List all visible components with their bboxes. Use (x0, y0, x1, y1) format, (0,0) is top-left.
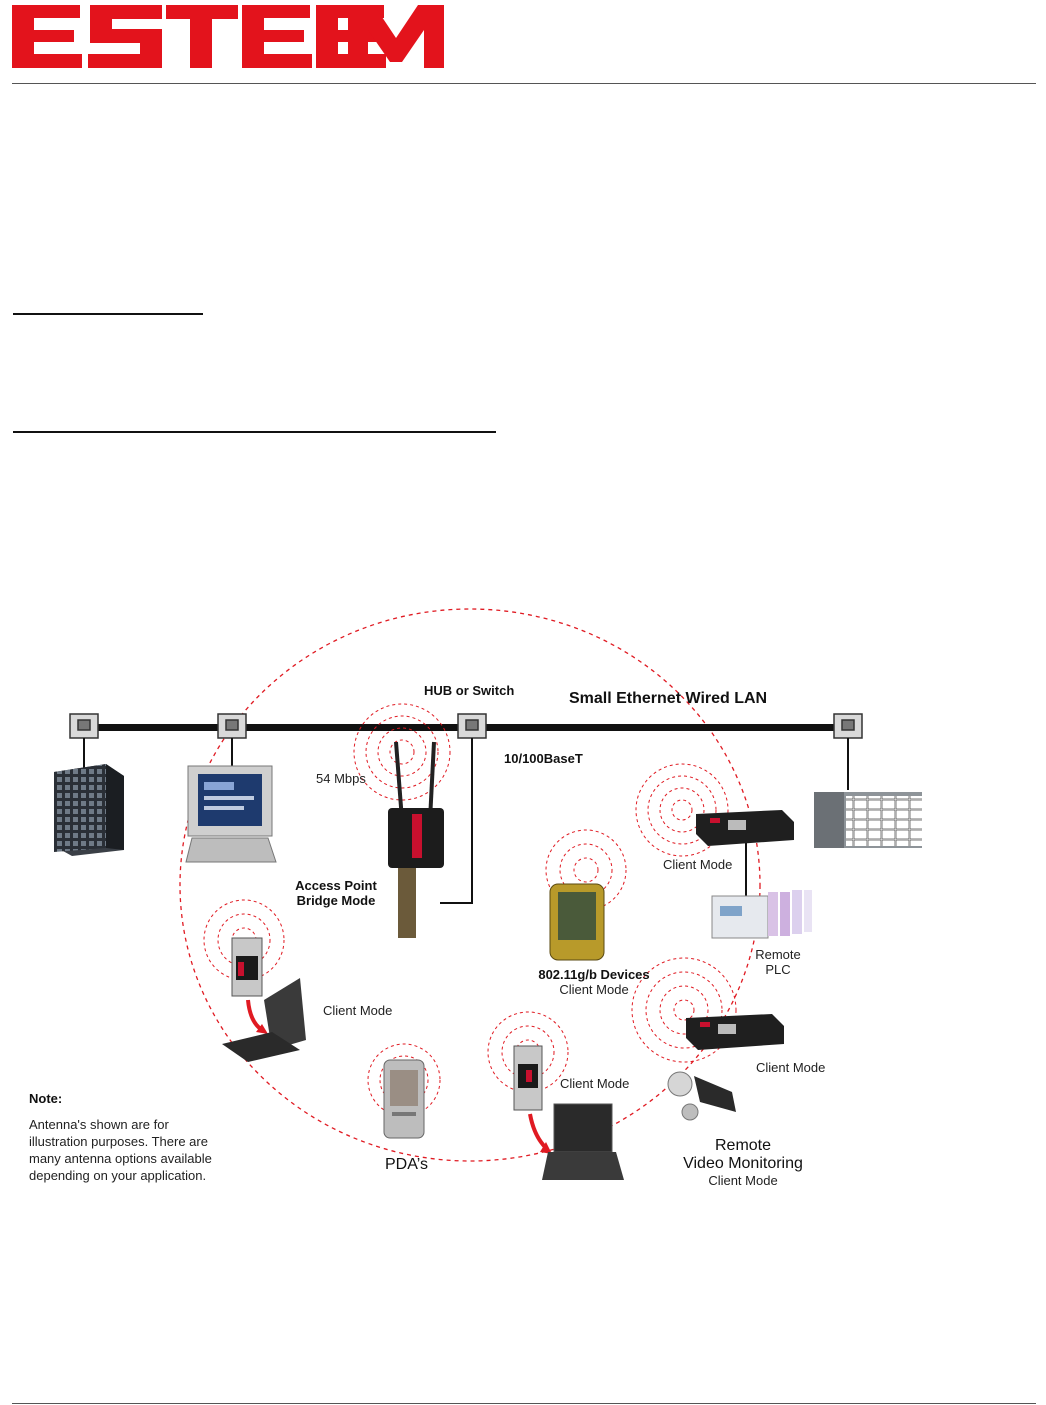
notebook-pc-card-icon (487, 1011, 624, 1180)
video-label-line2: Video Monitoring (683, 1155, 803, 1173)
video-label-line1: Remote (714, 1137, 772, 1154)
header-rule (12, 83, 1036, 84)
note-title: Note: (29, 1091, 63, 1106)
pdas-label: PDA’s (385, 1156, 428, 1173)
access-point-label-line2: Bridge Mode (296, 892, 376, 908)
subheading-underline (13, 431, 496, 433)
hub-label: HUB or Switch (424, 683, 515, 698)
heading-underline (13, 313, 203, 315)
remote-plc-label-line1: Remote (755, 947, 801, 962)
pda-icon (367, 1043, 441, 1139)
coverage-boundary (179, 608, 761, 1162)
remote-plc-label: Remote PLC (748, 947, 808, 978)
footer-rule (12, 1403, 1036, 1404)
video-label-mode: Client Mode (708, 1172, 778, 1188)
devices-label-mode: Client Mode (559, 981, 629, 997)
network-diagram (54, 608, 922, 1180)
laptop-client-mode-label: Client Mode (323, 1003, 393, 1018)
client-mode-radio-label: Client Mode (663, 857, 733, 872)
speed-label: 54 Mbps (316, 771, 366, 786)
access-point-radio-icon (353, 703, 451, 938)
video-monitoring-label: Remote Video Monitoring Client Mode (664, 1137, 822, 1189)
note-box: Note: Antenna's shown are for illustrati… (29, 1091, 219, 1184)
devices-label: 802.11g/b Devices Client Mode (530, 967, 658, 998)
devices-label-title: 802.11g/b Devices (538, 967, 650, 982)
card-client-mode-label: Client Mode (560, 1076, 630, 1091)
laptop-pc-card-icon (203, 899, 306, 1062)
basetext-label: 10/100BaseT (504, 751, 583, 766)
plc-rack-icon (814, 792, 922, 848)
remote-plc-label-line2: PLC (765, 961, 791, 977)
client-radio-icon (635, 763, 794, 857)
video-camera-icon (667, 1071, 736, 1121)
handheld-device-icon (545, 829, 627, 961)
workstation-icon (185, 765, 277, 863)
access-point-label-line1: Access Point (295, 878, 377, 893)
esteem-logo (12, 5, 444, 68)
lan-label: Small Ethernet Wired LAN (569, 690, 768, 707)
video-radio-icon (631, 957, 784, 1063)
note-body: Antenna's shown are for illustration pur… (29, 1117, 212, 1183)
access-point-label: Access Point Bridge Mode (288, 878, 384, 909)
server-icon (54, 764, 124, 856)
remote-plc-icon (711, 890, 812, 939)
video-client-mode-label: Client Mode (756, 1060, 826, 1075)
